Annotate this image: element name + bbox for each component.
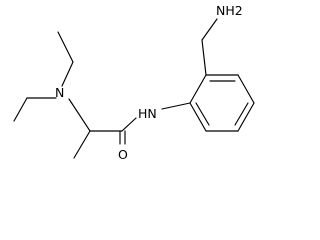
bond-ring-nh (161, 102, 191, 110)
ring-bond-5 (189, 102, 207, 132)
ring-bond-2 (237, 74, 255, 104)
bond-ring-ch2 (201, 39, 207, 76)
ring-bond-6 (189, 74, 207, 104)
ring-bond-3 (237, 102, 255, 132)
bond-n-ethyl1-ch2 (61, 61, 74, 87)
bond-ethyl2-ch3 (13, 97, 28, 122)
ring-inner-2 (234, 102, 249, 126)
bond-alpha-n (68, 98, 91, 132)
bond-ch2-nh2 (201, 18, 218, 41)
ring-inner-3 (195, 102, 210, 126)
bonds (13, 18, 255, 159)
bond-ethyl1-ch3 (57, 31, 74, 63)
atom-label-oxygen: O (118, 147, 128, 162)
molecule-structure: NH2 N HN O (13, 3, 255, 162)
atom-labels: NH2 N HN O (55, 3, 243, 162)
atom-label-nh2: NH2 (216, 3, 243, 18)
bond-alpha-methyl (73, 130, 91, 159)
atom-label-amine-n: N (55, 85, 64, 100)
bond-nh-carbonyl (121, 117, 137, 132)
atom-label-amide-nh: HN (138, 106, 157, 121)
